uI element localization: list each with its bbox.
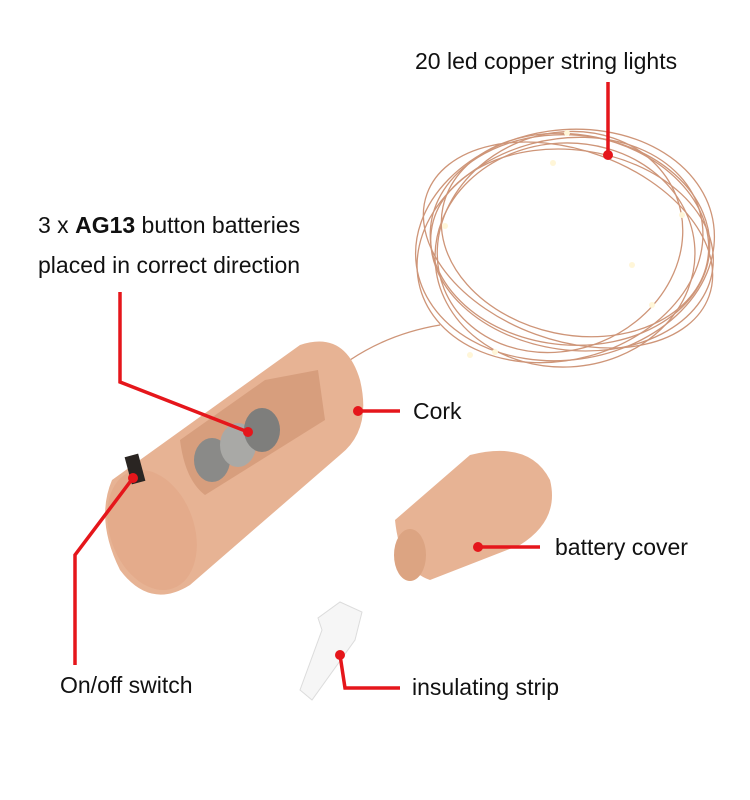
label-batteries-line1: 3 x AG13 button batteries xyxy=(38,212,300,240)
battery-cover xyxy=(394,450,552,581)
callout-dots xyxy=(128,150,613,660)
label-cork: Cork xyxy=(413,398,462,424)
cork xyxy=(105,341,364,595)
label-text: 3 x xyxy=(38,212,76,238)
label-text: button batteries xyxy=(135,212,301,238)
insulating-strip xyxy=(299,601,363,701)
copper-string-lights xyxy=(349,128,716,368)
label-battery-cover: battery cover xyxy=(555,534,688,560)
label-string-lights: 20 led copper string lights xyxy=(415,48,678,74)
label-battery-model: AG13 xyxy=(75,212,136,238)
callout-lines xyxy=(73,82,610,690)
led-dots xyxy=(442,130,685,358)
label-switch: On/off switch xyxy=(60,672,193,698)
label-batteries-line2: placed in correct direction xyxy=(38,252,301,278)
label-insulating-strip: insulating strip xyxy=(412,674,560,700)
button-batteries xyxy=(194,408,280,482)
